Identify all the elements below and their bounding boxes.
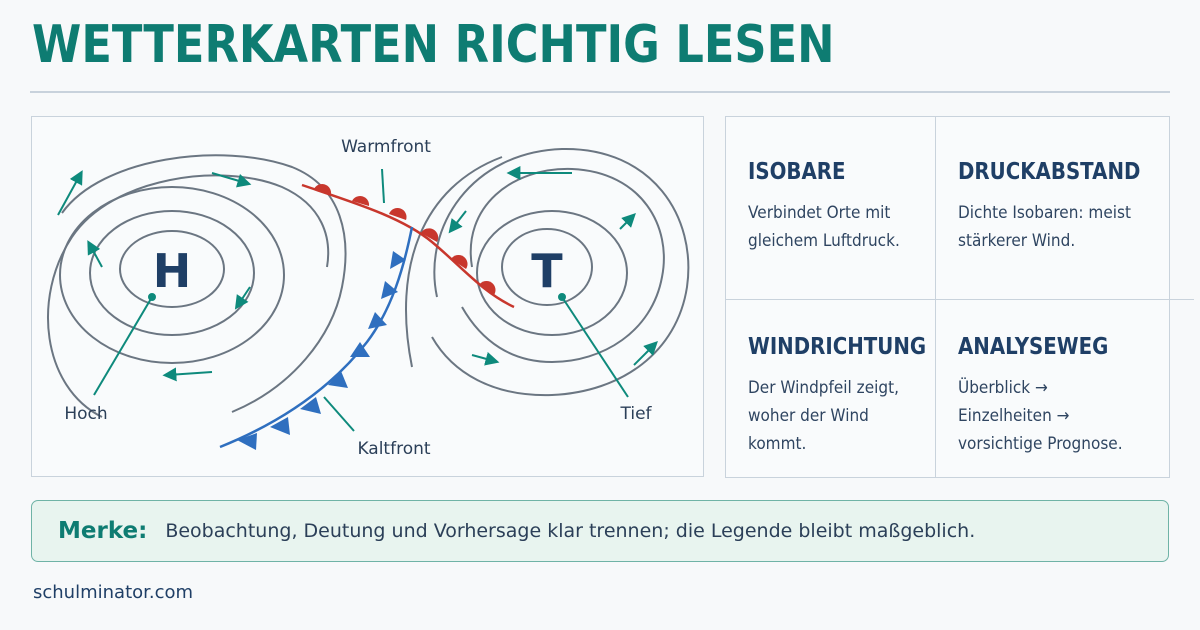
warm-front-semicircle: [451, 254, 468, 269]
label-kaltfront: Kaltfront: [357, 439, 430, 459]
leader-dot-low: [558, 293, 566, 301]
card-windrichtung: WINDRICHTUNG Der Windpfeil zeigt, woher …: [726, 300, 936, 477]
wind-arrow-icon-3: [87, 240, 103, 268]
isobar-high-5: [61, 154, 347, 413]
cold-front-triangle: [350, 342, 370, 357]
cold-front-triangle: [300, 397, 321, 414]
high-isobars: [47, 154, 347, 418]
card-title: DRUCKABSTAND: [958, 159, 1141, 185]
warm-front-semicircle: [389, 207, 407, 220]
wind-arrow-icon-9: [471, 352, 500, 366]
low-isobars: [405, 147, 690, 397]
isobar-low-4: [431, 147, 690, 397]
footer-site-link[interactable]: schulminator.com: [33, 582, 194, 603]
merke-callout: Merke: Beobachtung, Deutung und Vorhersa…: [31, 500, 1169, 562]
high-pressure-letter: H: [153, 244, 192, 298]
card-title: ISOBARE: [748, 159, 846, 185]
warm-front-semicircle: [421, 228, 439, 242]
wind-arrow-icon-7: [448, 210, 467, 234]
label-warmfront: Warmfront: [341, 137, 431, 157]
merke-label: Merke:: [58, 518, 148, 544]
warm-front-semicircle: [352, 196, 370, 206]
card-text: Der Windpfeil zeigt, woher der Wind komm…: [748, 378, 899, 454]
leader-line-low: [561, 296, 629, 398]
card-title: WINDRICHTUNG: [748, 334, 927, 360]
card-title: ANALYSEWEG: [958, 334, 1109, 360]
isobar-high-2: [89, 210, 255, 336]
legend-card-grid: ISOBARE Verbindet Orte mit gleichem Luft…: [725, 116, 1194, 478]
cold-front-triangle: [381, 281, 398, 299]
isobar-high-4: [47, 174, 330, 418]
cold-front-line: [219, 226, 414, 449]
warm-front-semicircle: [479, 280, 496, 295]
warm-front: [301, 183, 515, 309]
wind-arrow-icon-1: [57, 170, 83, 216]
page-title: Wetterkarten richtig lesen: [32, 15, 835, 75]
title-divider: [30, 91, 1170, 93]
card-text: Dichte Isobaren: meist stärkerer Wind.: [958, 203, 1131, 251]
cold-front-triangle: [368, 312, 387, 329]
low-pressure-letter: T: [531, 244, 563, 298]
cold-front: [219, 226, 414, 450]
label-hoch: Hoch: [64, 404, 107, 424]
leader-line-high: [93, 296, 153, 396]
card-analyseweg: ANALYSEWEG Überblick → Einzelheiten → vo…: [936, 300, 1194, 477]
wind-arrow-icon-10: [633, 341, 658, 366]
wind-arrows: [57, 166, 658, 382]
leader-line-kaltfront: [323, 396, 355, 432]
cold-front-triangle: [328, 371, 348, 388]
wind-arrow-icon-2: [211, 172, 252, 188]
cold-front-triangle: [390, 251, 406, 269]
isobar-high-3: [59, 186, 285, 364]
isobar-low-1: [501, 228, 593, 306]
weather-map-panel: H T Hoch Tief Warmfront Kaltfront: [31, 116, 704, 477]
cold-front-triangle: [237, 433, 257, 450]
label-tief: Tief: [619, 404, 652, 424]
leader-line-warmfront: [381, 168, 385, 204]
leader-dot-high: [148, 293, 156, 301]
card-druckabstand: DRUCKABSTAND Dichte Isobaren: meist stär…: [936, 117, 1194, 300]
wind-arrow-icon-8: [619, 213, 636, 230]
warm-front-semicircle: [314, 184, 332, 194]
wind-arrow-icon-5: [162, 367, 213, 382]
leader-lines: [93, 168, 629, 432]
cold-front-triangle: [270, 417, 290, 435]
isobar-low-2: [476, 210, 628, 336]
isobar-low-5: [405, 156, 503, 368]
card-text: Verbindet Orte mit gleichem Luftdruck.: [748, 203, 900, 251]
card-text: Überblick → Einzelheiten → vorsichtige P…: [958, 378, 1123, 454]
isobar-high-1: [119, 230, 225, 308]
wind-arrow-icon-4: [234, 286, 251, 310]
isobar-low-3: [461, 167, 665, 364]
weather-map-svg: H T Hoch Tief Warmfront Kaltfront: [47, 137, 690, 459]
merke-text: Beobachtung, Deutung und Vorhersage klar…: [165, 520, 976, 542]
card-isobare: ISOBARE Verbindet Orte mit gleichem Luft…: [726, 117, 936, 300]
